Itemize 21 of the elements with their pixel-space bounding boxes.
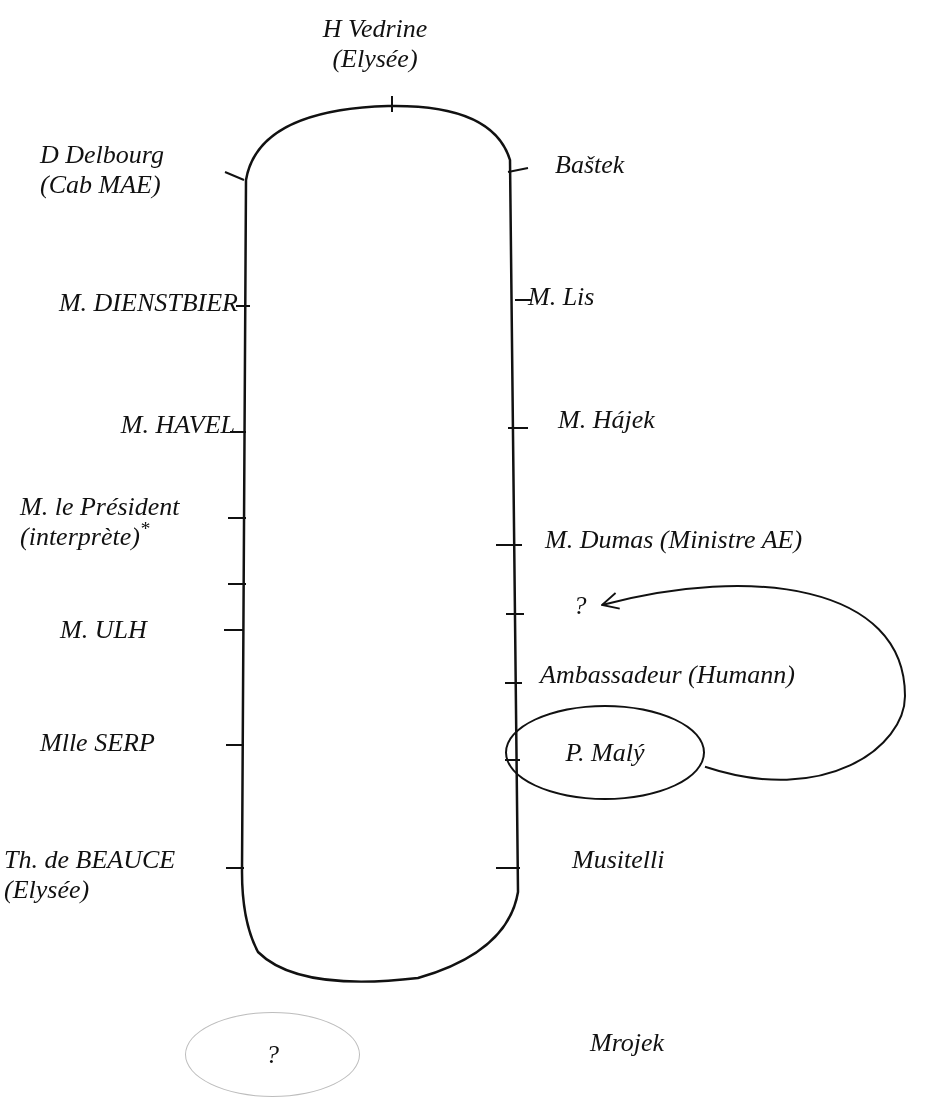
seat-name: H Vedrine (Elysée) bbox=[321, 14, 429, 74]
seat-name: Mlle SERP bbox=[40, 728, 156, 758]
seat-name: Baštek bbox=[555, 150, 626, 180]
seat-name: P. Malý bbox=[565, 737, 645, 769]
curved-arrow bbox=[601, 585, 906, 781]
seat-name: Musitelli bbox=[572, 845, 666, 875]
seat-ellipse bbox=[505, 705, 705, 800]
seat-name: M. Dumas (Ministre AE) bbox=[545, 525, 804, 555]
seat-name: Mrojek bbox=[590, 1028, 666, 1058]
seat-name: Ambassadeur (Humann) bbox=[540, 660, 796, 690]
seat-name: ? bbox=[266, 1039, 279, 1071]
seat-name: M. Lis bbox=[528, 282, 596, 312]
seat-name: M. DIENSTBIER bbox=[57, 288, 238, 318]
seat-name: ? bbox=[573, 589, 587, 622]
seat-name: M. HAVEL bbox=[119, 410, 235, 440]
seat-name: M. Hájek bbox=[558, 405, 656, 435]
seat-name: Th. de BEAUCE (Elysée) bbox=[4, 845, 177, 905]
seat-name: M. le Président (interprète)$^{*}$ bbox=[20, 492, 181, 552]
seat-ellipse bbox=[185, 1012, 360, 1097]
seat-name: D Delbourg (Cab MAE) bbox=[40, 140, 165, 200]
seat-name: M. ULH bbox=[60, 615, 149, 645]
